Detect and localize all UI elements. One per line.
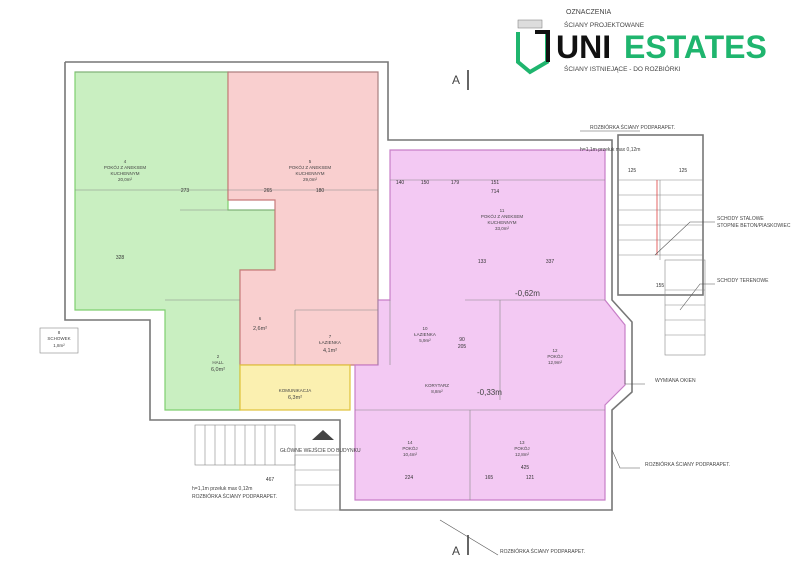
plan-label: 2,6m² (253, 326, 267, 332)
plan-label: UNI (556, 29, 611, 65)
section-marker-top: A (452, 73, 460, 87)
plan-label: 180 (316, 188, 325, 194)
plan-label: 1,8m² (53, 343, 65, 348)
zone-yellow (239, 364, 351, 411)
note-demolition: ROZBIÓRKA ŚCIANY PODPARAPET. (590, 123, 675, 131)
logo: UNI ESTATES (516, 29, 767, 75)
note-demolition: ROZBIÓRKA ŚCIANY PODPARAPET. (645, 460, 730, 468)
plan-label: 205 (458, 344, 467, 350)
plan-label: 328 (116, 255, 125, 261)
plan-label: 4 (124, 159, 127, 164)
plan-label: 6,3m² (288, 395, 302, 401)
steel-stairs (617, 134, 704, 296)
storage-box (39, 327, 79, 354)
note-windows: WYMIANA OKIEN (655, 378, 696, 384)
plan-label: KUCHENNYM (110, 171, 139, 176)
plan-label: 20,0m² (118, 177, 133, 182)
plan-label: SCHOWEK (47, 336, 70, 341)
zone-purple (354, 149, 626, 501)
plan-label: 5,9m² (419, 338, 431, 343)
plan-label: 133 (478, 259, 487, 265)
plan-label: 467 (266, 477, 275, 483)
note-entrance: GŁÓWNE WEJŚCIE DO BUDYNKU (280, 446, 361, 454)
plan-label: KUCHENNYM (295, 171, 324, 176)
plan-label: 33,0m² (495, 226, 510, 231)
plan-label: ŁAZIENKA (319, 340, 341, 345)
plan-label: 165 (485, 475, 494, 481)
plan-label: 12,8m² (515, 452, 530, 457)
plan-label: 10 (422, 326, 428, 331)
note-lintel: h=1,1m przełuk max 0,12m (192, 486, 252, 492)
plan-label: 125 (679, 168, 688, 174)
plan-label: 14 (407, 440, 413, 445)
plan-label: 155 (656, 283, 665, 289)
entrance-stairs (194, 424, 341, 511)
legend-item-new: ŚCIANY PROJEKTOWANE (564, 20, 645, 29)
plan-label: POKÓJ Z ANEKSEM (289, 164, 332, 170)
plan-label: KOMUNIKACJA (279, 388, 312, 393)
plan-label: 337 (546, 259, 555, 265)
plan-label: 6,0m² (211, 367, 225, 373)
plan-label: POKÓJ (514, 445, 529, 451)
section-marker-bottom: A (452, 544, 460, 558)
note-demolition: ROZBIÓRKA ŚCIANY PODPARAPET. (192, 492, 277, 500)
plan-label: 7 (329, 334, 332, 339)
plan-label: 151 (491, 180, 500, 186)
plan-label: 12,9m² (548, 360, 563, 365)
plan-label: 425 (521, 465, 530, 471)
plan-label: 121 (526, 475, 535, 481)
plan-label: HALL (212, 360, 224, 365)
entrance-arrow-icon (312, 430, 334, 440)
note-steel-stairs: SCHODY STALOWE (717, 216, 764, 222)
plan-label: POKÓJ (402, 445, 417, 451)
plan-label: 140 (396, 180, 405, 186)
legend-swatch-new (517, 19, 543, 29)
plan-label: 224 (405, 475, 414, 481)
plan-label: 6 (259, 316, 262, 321)
plan-label: 273 (181, 188, 190, 194)
plan-label: KUCHENNYM (487, 220, 516, 225)
plan-label: 265 (264, 188, 273, 194)
plan-label: 2 (217, 354, 220, 359)
plan-label: 8,8m² (431, 389, 443, 394)
level-mark: -0,33m (477, 388, 502, 397)
plan-label: 125 (628, 168, 637, 174)
plan-label: 29,0m² (303, 177, 318, 182)
note-steps: STOPNIE BETON/PIASKOWIEC (717, 223, 791, 229)
plan-label: 8 (58, 330, 61, 335)
plan-label: POKÓJ (547, 353, 562, 359)
plan-label: ŁAZIENKA (414, 332, 436, 337)
note-lintel: h=1,1m przełuk max 0,12m (580, 147, 640, 153)
plan-label: 5 (309, 159, 312, 164)
plan-label: 90 (459, 337, 465, 343)
note-demolition: ROZBIÓRKA ŚCIANY PODPARAPET. (500, 547, 585, 555)
plan-label: 4,1m² (323, 348, 337, 354)
plan-label: 714 (491, 189, 500, 195)
plan-label: 150 (421, 180, 430, 186)
plan-label: 11 (500, 208, 505, 213)
level-mark: -0,62m (515, 289, 540, 298)
plan-label: 13 (519, 440, 525, 445)
plan-label: KORYTARZ (425, 383, 449, 388)
outer-wall (64, 61, 633, 511)
plan-label: 179 (451, 180, 460, 186)
plan-label: POKÓJ Z ANEKSEM (481, 213, 524, 219)
plan-label: 12 (552, 348, 558, 353)
legend-item-existing: ŚCIANY ISTNIEJĄCE - DO ROZBIÓRKI (564, 64, 681, 73)
plan-label: ESTATES (624, 29, 767, 65)
plan-label: POKÓJ Z ANEKSEM (104, 164, 147, 170)
legend-title: OZNACZENIA (566, 9, 611, 16)
note-terrain-stairs: SCHODY TERENOWE (717, 278, 769, 284)
plan-label: 10,4m² (403, 452, 418, 457)
